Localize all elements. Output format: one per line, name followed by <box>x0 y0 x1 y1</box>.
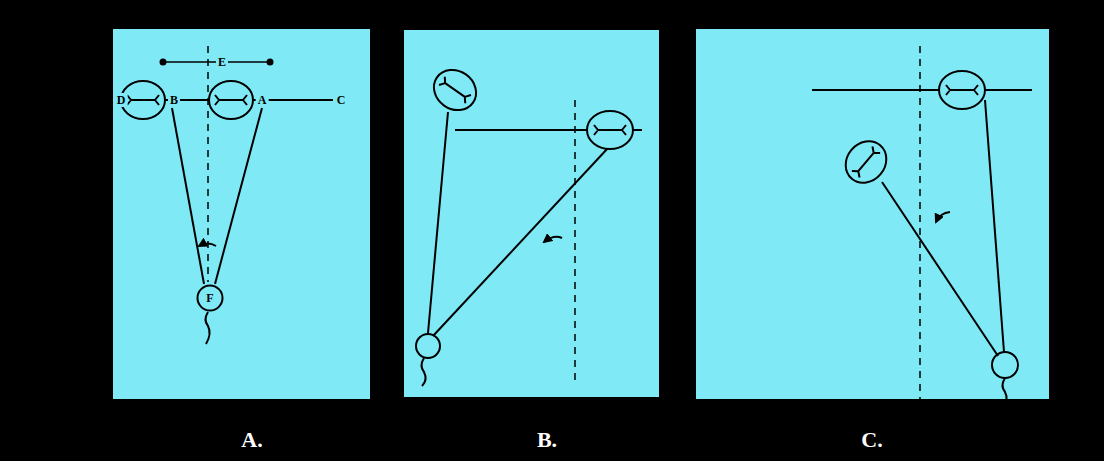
dimension-label: E <box>216 55 228 69</box>
node-letter: F <box>206 292 213 304</box>
panel <box>403 29 660 398</box>
point-label: B <box>168 93 180 107</box>
eye <box>121 62 985 191</box>
panel-label: A. <box>241 429 262 451</box>
point-label: C <box>335 93 348 107</box>
point-label: D <box>115 93 128 107</box>
panel-label: C. <box>861 429 882 451</box>
fixation-circle: F <box>196 284 224 312</box>
panel-label: B. <box>537 429 557 451</box>
panel <box>112 28 371 400</box>
point-label: A <box>256 93 269 107</box>
figure-lines <box>131 46 1032 414</box>
panel <box>695 28 1050 400</box>
